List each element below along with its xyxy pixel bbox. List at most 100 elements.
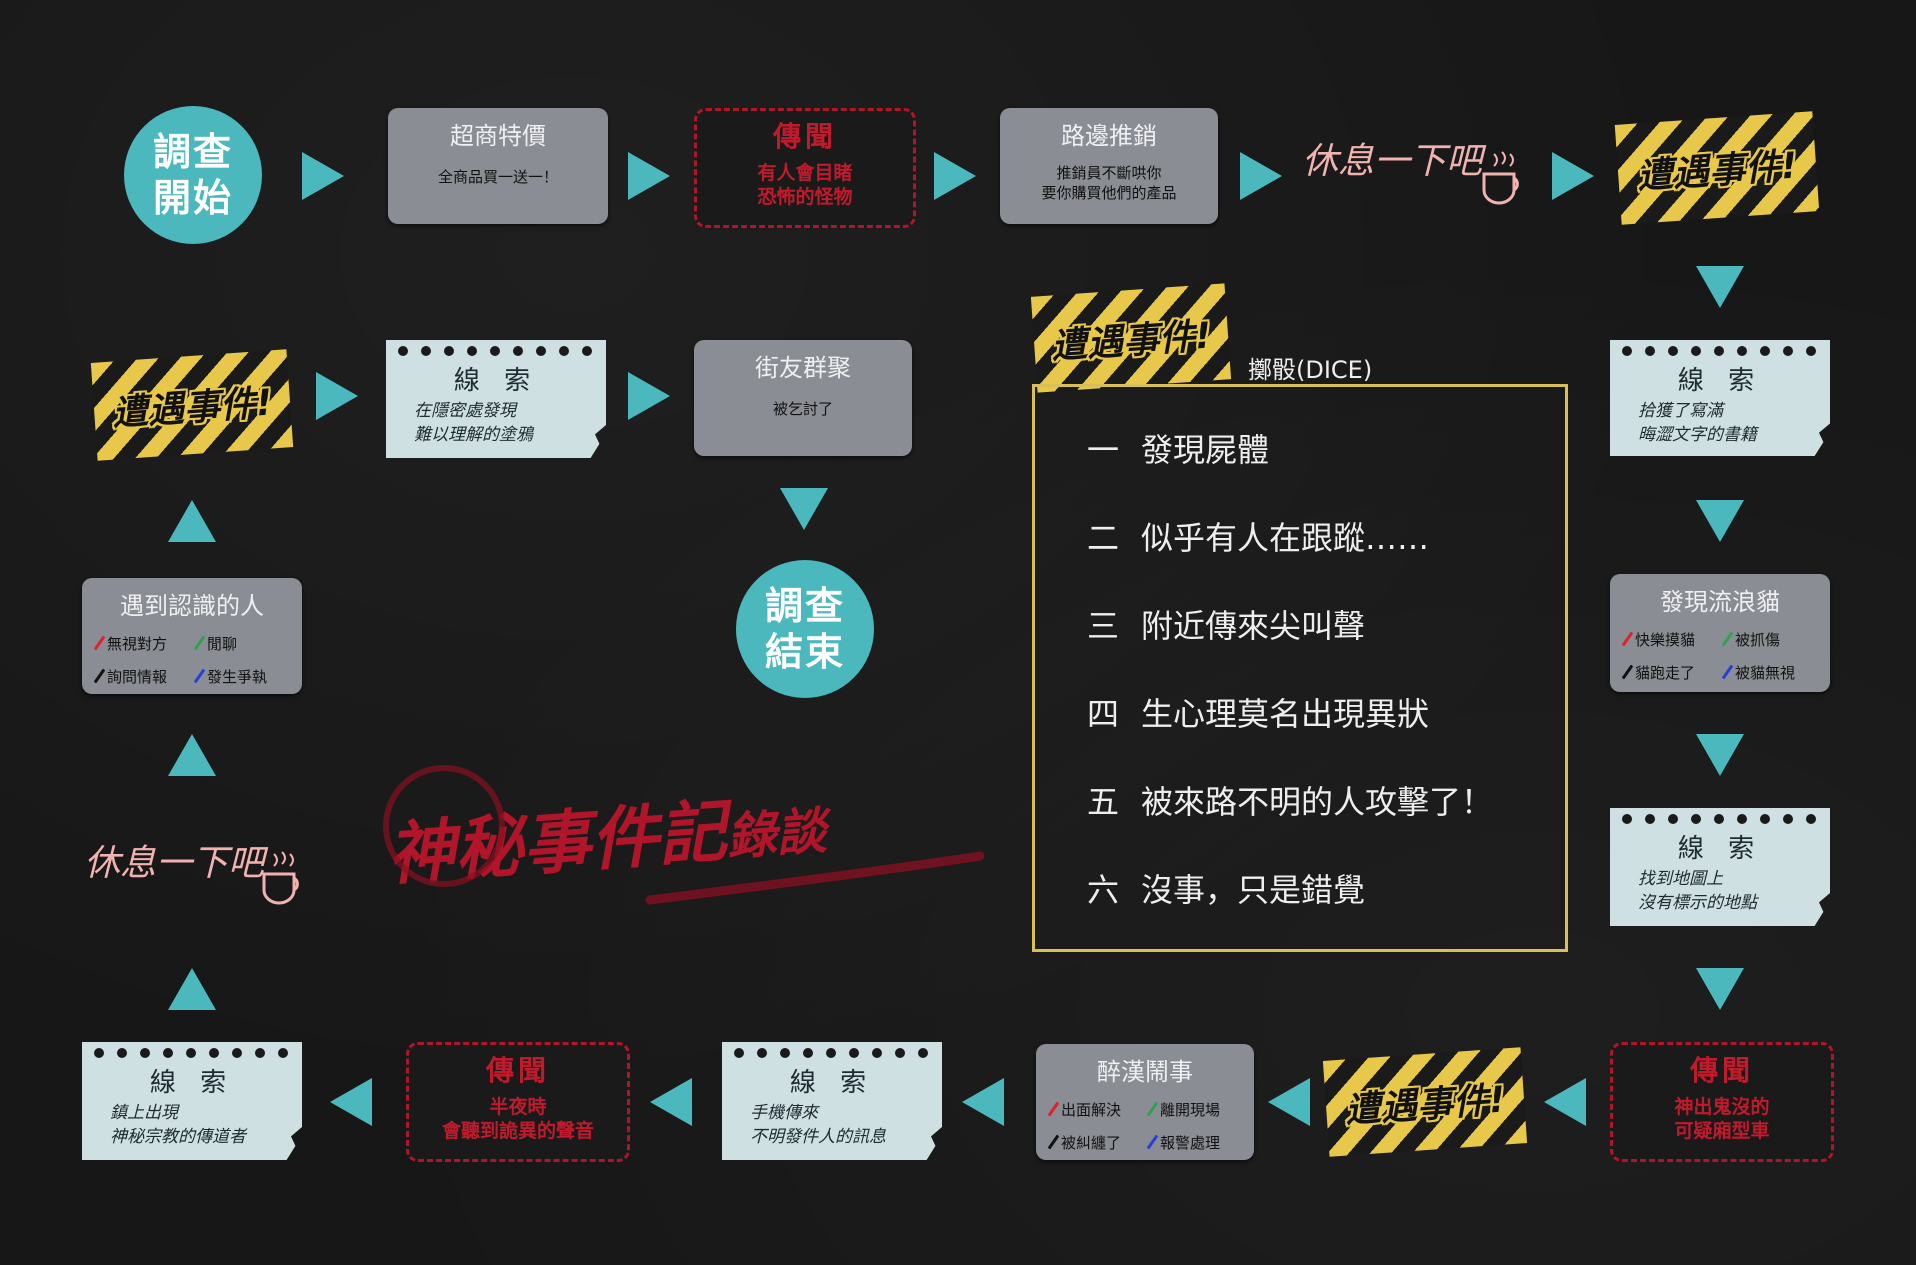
- encounter-event-tape[interactable]: 遭遇事件!: [1030, 283, 1232, 393]
- clue-graffiti-card[interactable]: 線 索 在隱密處發現 難以理解的塗鴉: [386, 340, 606, 458]
- acquaintance-card[interactable]: 遇到認識的人 無視對方 閒聊 詢問情報 發生爭執: [82, 578, 302, 694]
- clue-book-card[interactable]: 線 索 拾獲了寫滿 晦澀文字的書籍: [1610, 340, 1830, 456]
- binder-dots: [82, 1042, 302, 1058]
- rest-label: 休息一下吧: [84, 843, 265, 884]
- arrow-right-icon: [1552, 152, 1594, 200]
- dice-label: 擲骰(DICE): [1248, 356, 1373, 384]
- dice-text-4: 生心理莫名出現異狀: [1141, 695, 1430, 733]
- dice-row-1: 一發現屍體: [1087, 425, 1269, 471]
- drunk-option-1[interactable]: 出面解決: [1046, 1099, 1145, 1120]
- arrow-up-icon: [168, 734, 216, 776]
- start-circle[interactable]: 調查 開始: [124, 106, 262, 244]
- legend-van-line2: 可疑廂型車: [1674, 1120, 1770, 1142]
- arrow-left-icon: [330, 1078, 372, 1126]
- arrow-down-icon: [1696, 500, 1744, 542]
- acq-option-4-label: 發生爭執: [207, 668, 268, 686]
- encounter-label: 遭遇事件!: [1049, 315, 1213, 368]
- clue-phone-line2: 不明發件人的訊息: [750, 1127, 886, 1147]
- blue-pen-icon: [1721, 664, 1734, 680]
- homeless-gathering-desc: 被乞討了: [772, 400, 833, 418]
- legend-title: 傳聞: [1689, 1054, 1754, 1087]
- drunk-option-3-label: 被糾纏了: [1061, 1134, 1122, 1152]
- acq-option-1[interactable]: 無視對方: [92, 633, 192, 654]
- green-pen-icon: [1146, 1101, 1159, 1117]
- dice-num-6: 六: [1087, 871, 1120, 909]
- acq-option-3[interactable]: 詢問情報: [92, 666, 192, 687]
- acq-option-2[interactable]: 閒聊: [192, 633, 292, 654]
- acq-option-3-label: 詢問情報: [107, 668, 168, 686]
- binder-dots: [1610, 808, 1830, 824]
- end-circle[interactable]: 調查 結束: [736, 560, 874, 698]
- arrow-right-icon: [316, 372, 358, 420]
- street-promo-title: 路邊推銷: [1061, 122, 1157, 150]
- dice-text-6: 沒事，只是錯覺: [1141, 871, 1366, 909]
- rest-label: 休息一下吧: [1302, 141, 1483, 182]
- legend-night-line1: 半夜時: [489, 1096, 547, 1118]
- dice-num-4: 四: [1087, 695, 1120, 733]
- arrow-left-icon: [1268, 1078, 1310, 1126]
- cat-option-2[interactable]: 被抓傷: [1720, 629, 1820, 650]
- end-line1: 調查: [764, 584, 845, 628]
- encounter-event-tape[interactable]: 遭遇事件!: [90, 349, 294, 461]
- acq-option-4[interactable]: 發生爭執: [192, 666, 292, 687]
- dice-text-3: 附近傳來尖叫聲: [1141, 607, 1366, 645]
- legend-monster-card[interactable]: 傳聞 有人會目睹 恐怖的怪物: [694, 108, 916, 228]
- cat-option-4[interactable]: 被貓無視: [1720, 662, 1820, 683]
- dice-text-2: 似乎有人在跟蹤……: [1141, 519, 1430, 557]
- clue-title: 線 索: [1677, 366, 1763, 396]
- store-sale-title: 超商特價: [450, 122, 546, 150]
- encounter-label: 遭遇事件!: [1343, 1079, 1507, 1132]
- clue-book-line1: 拾獲了寫滿: [1638, 401, 1723, 421]
- cat-option-1[interactable]: 快樂摸貓: [1620, 629, 1720, 650]
- binder-dots: [386, 340, 606, 356]
- arrow-right-icon: [934, 152, 976, 200]
- encounter-event-tape[interactable]: 遭遇事件!: [1614, 111, 1820, 225]
- blue-pen-icon: [193, 668, 206, 684]
- coffee-cup-icon: [1482, 151, 1519, 205]
- clue-map-card[interactable]: 線 索 找到地圖上 沒有標示的地點: [1610, 808, 1830, 926]
- arrow-left-icon: [650, 1078, 692, 1126]
- start-line2: 開始: [152, 176, 233, 220]
- cat-option-4-label: 被貓無視: [1735, 664, 1796, 682]
- street-promo-card[interactable]: 路邊推銷 推銷員不斷哄你 要你購買他們的產品: [1000, 108, 1218, 224]
- drunk-option-4-label: 報警處理: [1160, 1134, 1221, 1152]
- clue-title: 線 索: [453, 366, 539, 396]
- black-pen-icon: [93, 668, 106, 684]
- dice-row-2: 二似乎有人在跟蹤……: [1087, 513, 1429, 559]
- encounter-event-tape[interactable]: 遭遇事件!: [1322, 1047, 1528, 1157]
- dice-row-5: 五被來路不明的人攻擊了！: [1087, 777, 1493, 823]
- clue-graffiti-line2: 難以理解的塗鴉: [414, 425, 533, 445]
- binder-dots: [1610, 340, 1830, 356]
- legend-van-line1: 神出鬼沒的: [1674, 1096, 1770, 1118]
- clue-preacher-card[interactable]: 線 索 鎮上出現 神秘宗教的傳道者: [82, 1042, 302, 1160]
- arrow-down-icon: [1696, 266, 1744, 308]
- store-sale-card[interactable]: 超商特價 全商品買一送一！: [388, 108, 608, 224]
- cat-option-3[interactable]: 貓跑走了: [1620, 662, 1720, 683]
- legend-night-line2: 會聽到詭異的聲音: [441, 1120, 594, 1142]
- red-pen-icon: [93, 635, 106, 651]
- drunk-option-2[interactable]: 離開現場: [1145, 1099, 1244, 1120]
- homeless-gathering-title: 街友群聚: [755, 354, 851, 382]
- cat-option-3-label: 貓跑走了: [1635, 664, 1696, 682]
- red-pen-icon: [1621, 631, 1634, 647]
- legend-title: 傳聞: [772, 120, 837, 153]
- legend-van-card[interactable]: 傳聞 神出鬼沒的 可疑廂型車: [1610, 1042, 1834, 1162]
- coffee-cup-icon: [262, 851, 299, 905]
- stray-cat-title: 發現流浪貓: [1660, 588, 1780, 616]
- black-pen-icon: [1621, 664, 1634, 680]
- clue-phone-card[interactable]: 線 索 手機傳來 不明發件人的訊息: [722, 1042, 942, 1160]
- stray-cat-card[interactable]: 發現流浪貓 快樂摸貓 被抓傷 貓跑走了 被貓無視: [1610, 574, 1830, 692]
- arrow-right-icon: [1240, 152, 1282, 200]
- drunk-option-4[interactable]: 報警處理: [1145, 1132, 1244, 1153]
- drunk-option-3[interactable]: 被糾纏了: [1046, 1132, 1145, 1153]
- binder-dots: [722, 1042, 942, 1058]
- drunk-option-2-label: 離開現場: [1160, 1101, 1221, 1119]
- legend-night-card[interactable]: 傳聞 半夜時 會聽到詭異的聲音: [406, 1042, 630, 1162]
- dice-row-6: 六沒事，只是錯覺: [1087, 865, 1365, 911]
- dice-text-5: 被來路不明的人攻擊了！: [1141, 783, 1494, 821]
- arrow-up-icon: [168, 500, 216, 542]
- encounter-label: 遭遇事件!: [1635, 145, 1799, 198]
- arrow-right-icon: [302, 152, 344, 200]
- homeless-gathering-card[interactable]: 街友群聚 被乞討了: [694, 340, 912, 456]
- drunk-trouble-card[interactable]: 醉漢鬧事 出面解決 離開現場 被糾纏了 報警處理: [1036, 1044, 1254, 1160]
